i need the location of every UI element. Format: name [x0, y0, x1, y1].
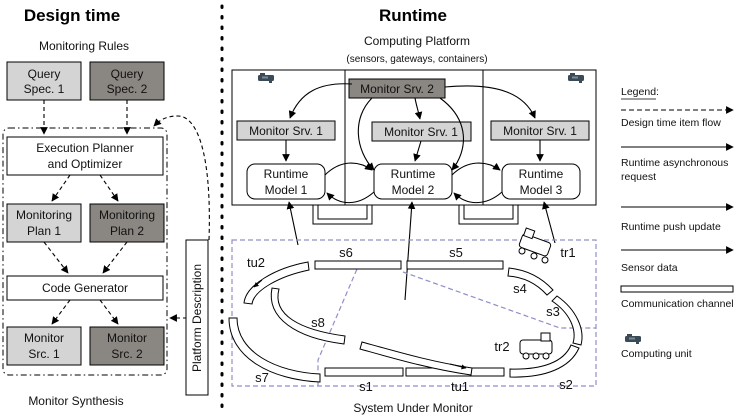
svg-text:Monitor: Monitor [24, 331, 64, 345]
monitor-srv-1-c: Monitor Srv. 1 [490, 120, 590, 141]
legend-design-time-flow: Design time item flow [621, 117, 721, 129]
monitor-srv-1-a: Monitor Srv. 1 [236, 120, 336, 141]
execution-planner: Execution Planner and Optimizer [6, 136, 164, 176]
legend-title: Legend: [621, 86, 659, 98]
svg-text:Monitor Srv. 1: Monitor Srv. 1 [249, 124, 323, 138]
svg-text:Model 2: Model 2 [392, 183, 435, 197]
legend-async-request-1: Runtime asynchronous [621, 157, 728, 169]
svg-text:Runtime: Runtime [391, 167, 436, 181]
legend: Legend: Design time item flow Runtime as… [620, 86, 734, 360]
track-segment-s8 [270, 287, 346, 345]
legend-push-update: Runtime push update [621, 221, 721, 233]
svg-text:Execution Planner: Execution Planner [36, 141, 133, 155]
runtime-model-1: Runtime Model 1 [246, 163, 326, 200]
query-spec-2: Query Spec. 2 [89, 61, 165, 101]
legend-computing-unit: Computing unit [621, 348, 692, 360]
computing-platform-label: Computing Platform [364, 34, 470, 48]
train-label-tr1: tr1 [560, 245, 575, 260]
monitoring-plan-1: Monitoring Plan 1 [6, 203, 82, 243]
legend-async-request-2: request [621, 171, 656, 183]
monitor-synthesis-region [2, 127, 168, 376]
monitoring-rules-label: Monitoring Rules [39, 39, 129, 53]
track-segment-tu2 [243, 261, 310, 305]
computing-platform-subtitle: (sensors, gateways, containers) [346, 54, 487, 65]
train-label-tr2: tr2 [494, 339, 509, 354]
svg-text:Monitor Srv. 2: Monitor Srv. 2 [360, 82, 434, 96]
train-tr2 [519, 332, 553, 360]
svg-text:Spec. 1: Spec. 1 [24, 82, 65, 96]
runtime-panel: Runtime Computing Platform (sensors, gat… [228, 6, 597, 415]
svg-text:Monitoring: Monitoring [99, 208, 155, 222]
runtime-title: Runtime [379, 6, 447, 25]
svg-text:Query: Query [28, 67, 61, 81]
track-label-s4: s4 [513, 281, 527, 296]
svg-text:Plan 2: Plan 2 [110, 224, 144, 238]
svg-text:Model 1: Model 1 [265, 183, 308, 197]
monitor-src-1: Monitor Src. 1 [6, 326, 82, 366]
platform-description: Platform Description [185, 239, 209, 396]
svg-text:and Optimizer: and Optimizer [48, 157, 123, 171]
svg-text:Model 3: Model 3 [520, 183, 563, 197]
track-segment-s3 [551, 295, 583, 346]
track-label-s8: s8 [311, 315, 325, 330]
track-segment-s5 [406, 260, 504, 270]
track-segment-tu1 [359, 341, 473, 376]
train-tr1 [518, 227, 552, 264]
svg-text:Monitor: Monitor [107, 331, 147, 345]
legend-sensor-data: Sensor data [621, 262, 678, 274]
svg-text:Runtime: Runtime [519, 167, 564, 181]
design-time-panel: Design time Monitoring Rules Query Spec.… [2, 6, 210, 408]
track-label-s2: s2 [559, 377, 573, 392]
monitor-srv-2: Monitor Srv. 2 [348, 78, 446, 99]
track-segment-s6 [314, 260, 402, 270]
design-time-flows [40, 100, 210, 325]
track-label-s5: s5 [449, 245, 463, 260]
code-generator: Code Generator [6, 275, 164, 301]
svg-text:Query: Query [111, 67, 144, 81]
svg-text:Src. 2: Src. 2 [111, 347, 143, 361]
track-segment-s4 [507, 267, 554, 296]
track-segment-s7 [228, 317, 321, 383]
svg-text:Runtime: Runtime [264, 167, 309, 181]
monitor-src-2: Monitor Src. 2 [89, 326, 165, 366]
system-under-monitor-label: System Under Monitor [353, 401, 472, 415]
monitoring-plan-2: Monitoring Plan 2 [89, 203, 165, 243]
svg-text:Spec. 2: Spec. 2 [107, 82, 148, 96]
track-label-tu1: tu1 [451, 379, 469, 394]
svg-text:Monitoring: Monitoring [16, 208, 72, 222]
svg-text:Plan 1: Plan 1 [27, 224, 61, 238]
svg-text:Monitor Srv. 1: Monitor Srv. 1 [384, 125, 458, 139]
svg-text:Monitor Srv. 1: Monitor Srv. 1 [503, 124, 577, 138]
track-label-s7: s7 [255, 370, 269, 385]
svg-text:Platform Description: Platform Description [190, 264, 204, 372]
query-spec-1: Query Spec. 1 [6, 61, 82, 101]
runtime-arrows [282, 83, 556, 301]
svg-text:Src. 1: Src. 1 [28, 347, 60, 361]
legend-communication-channel: Communication channel [621, 298, 734, 310]
monitor-srv-1-b: Monitor Srv. 1 [371, 121, 472, 142]
runtime-model-2: Runtime Model 2 [373, 163, 453, 200]
legend-computing-unit-icon [625, 334, 641, 344]
track-label-s3: s3 [546, 304, 560, 319]
runtime-model-3: Runtime Model 3 [501, 163, 581, 200]
track-label-s6: s6 [339, 245, 353, 260]
track-segment-s2 [509, 344, 580, 378]
communication-channels [312, 205, 519, 225]
track-layout [228, 260, 583, 383]
track-label-tu2: tu2 [247, 255, 265, 270]
track-segment-s1 [324, 367, 404, 377]
legend-swatch-channel [620, 285, 734, 293]
track-label-s1: s1 [359, 379, 373, 394]
design-time-title: Design time [24, 6, 120, 25]
svg-text:Code Generator: Code Generator [42, 281, 128, 295]
system-under-monitor-region [231, 239, 597, 387]
monitor-synthesis-label: Monitor Synthesis [28, 394, 123, 408]
